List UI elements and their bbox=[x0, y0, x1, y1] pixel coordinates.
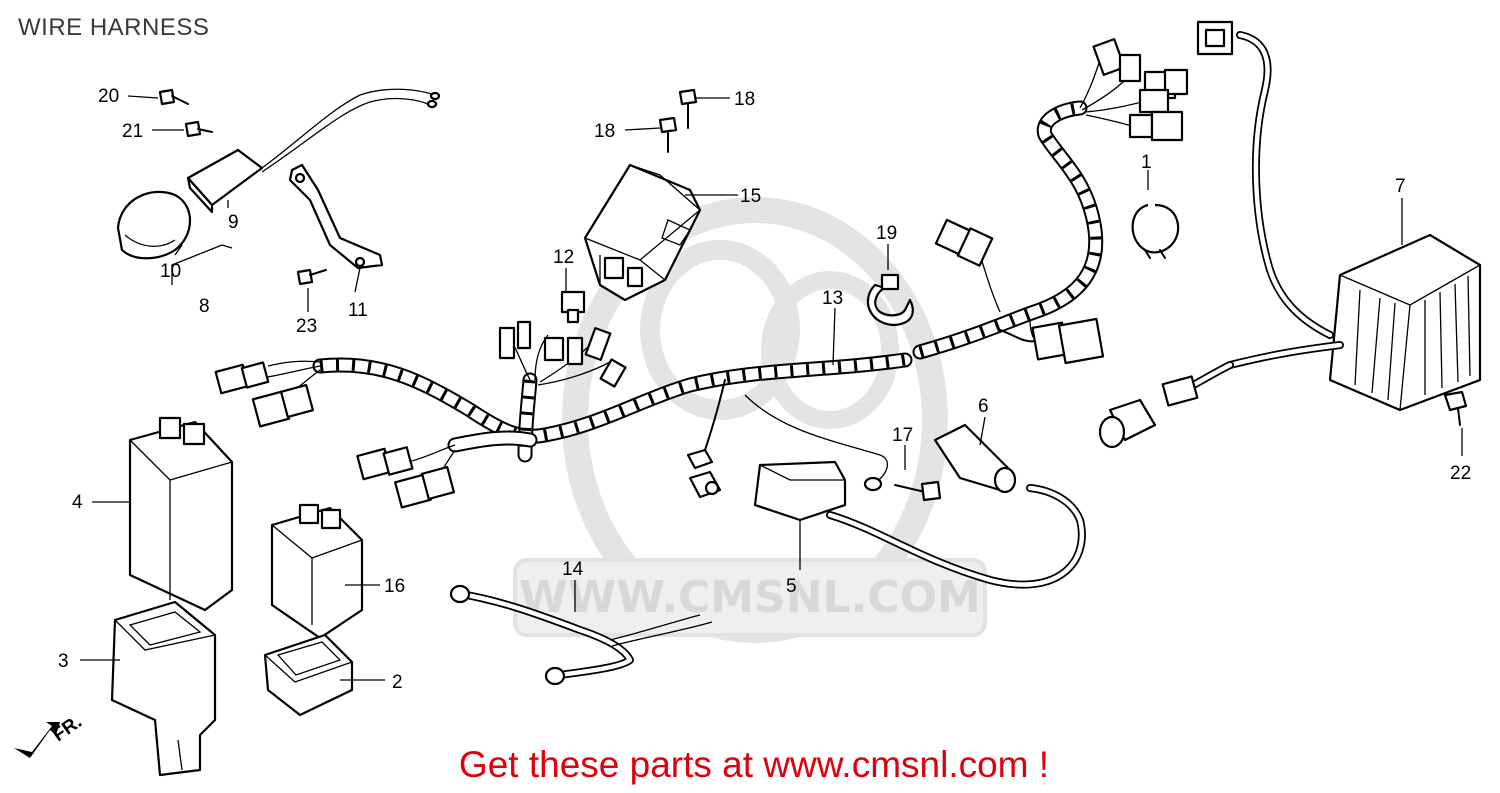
direction-label: FR. bbox=[49, 711, 86, 746]
plug-cap-part-6 bbox=[933, 423, 1017, 494]
callout-20: 20 bbox=[98, 86, 119, 107]
callout-4: 4 bbox=[72, 492, 83, 513]
callout-7: 7 bbox=[1395, 176, 1406, 197]
footer-promo-label: Get these parts at www.cmsnl.com ! bbox=[458, 744, 1050, 785]
callout-8: 8 bbox=[199, 296, 210, 317]
callout-14: 14 bbox=[562, 559, 584, 580]
main-wire-harness bbox=[312, 100, 1104, 499]
holder-part-2 bbox=[263, 633, 354, 717]
relay-part-9 bbox=[186, 88, 441, 214]
harness-mid-right-connectors bbox=[934, 218, 1105, 365]
cover-part-10 bbox=[116, 190, 191, 260]
screw-part-20 bbox=[158, 88, 189, 106]
callout-13: 13 bbox=[822, 288, 843, 309]
callout-16: 16 bbox=[384, 576, 405, 597]
relay-part-12 bbox=[560, 290, 586, 324]
holder-part-3 bbox=[110, 600, 217, 777]
callout-21: 21 bbox=[122, 121, 143, 142]
footer-promo-text: Get these parts at www.cmsnl.com ! bbox=[0, 744, 1500, 786]
clamp-part-1 bbox=[1131, 203, 1180, 259]
bolt-part-18-upper bbox=[678, 88, 698, 129]
callout-1: 1 bbox=[1141, 152, 1152, 173]
screw-part-21 bbox=[184, 120, 213, 138]
harness-left-connectors bbox=[214, 360, 456, 509]
module-part-16 bbox=[270, 503, 364, 640]
bolt-part-22 bbox=[1443, 390, 1468, 426]
regulator-part-7 bbox=[1196, 20, 1482, 412]
harness-top-connectors bbox=[498, 320, 627, 388]
callout-19: 19 bbox=[876, 223, 897, 244]
callout-9: 9 bbox=[228, 212, 239, 233]
callout-2: 2 bbox=[392, 672, 403, 693]
fuse-box-part-15 bbox=[583, 163, 702, 302]
harness-upper-right-connectors bbox=[1079, 38, 1189, 142]
sub-harness-part-14 bbox=[449, 584, 713, 686]
callout-22: 22 bbox=[1450, 463, 1471, 484]
callout-10: 10 bbox=[160, 261, 181, 282]
bolt-part-17 bbox=[894, 480, 942, 502]
callout-23: 23 bbox=[296, 316, 317, 337]
callout-6: 6 bbox=[978, 396, 989, 417]
band-part-19 bbox=[866, 273, 914, 327]
regulator-lead-connector bbox=[1098, 361, 1234, 449]
bracket-part-11 bbox=[288, 163, 384, 270]
callout-18-lower: 18 bbox=[594, 121, 615, 142]
callout-5: 5 bbox=[786, 576, 797, 597]
bolt-part-18-lower bbox=[658, 116, 678, 153]
module-part-4 bbox=[128, 416, 234, 612]
callout-numbers: 1 2 3 4 5 6 7 8 9 10 11 12 13 14 15 16 1… bbox=[58, 86, 1471, 693]
callout-15: 15 bbox=[740, 186, 761, 207]
watermark-text: WWW.CMSNL.COM bbox=[519, 572, 981, 623]
bolt-part-23 bbox=[296, 268, 327, 286]
page-title: WIRE HARNESS bbox=[18, 14, 210, 41]
callout-12: 12 bbox=[553, 247, 574, 268]
leader-lines bbox=[80, 95, 1463, 681]
ignition-coil-part-5 bbox=[753, 460, 1086, 589]
callout-18-upper: 18 bbox=[734, 89, 755, 110]
callout-11: 11 bbox=[348, 300, 368, 321]
callout-17: 17 bbox=[892, 425, 913, 446]
callout-3: 3 bbox=[58, 651, 69, 672]
